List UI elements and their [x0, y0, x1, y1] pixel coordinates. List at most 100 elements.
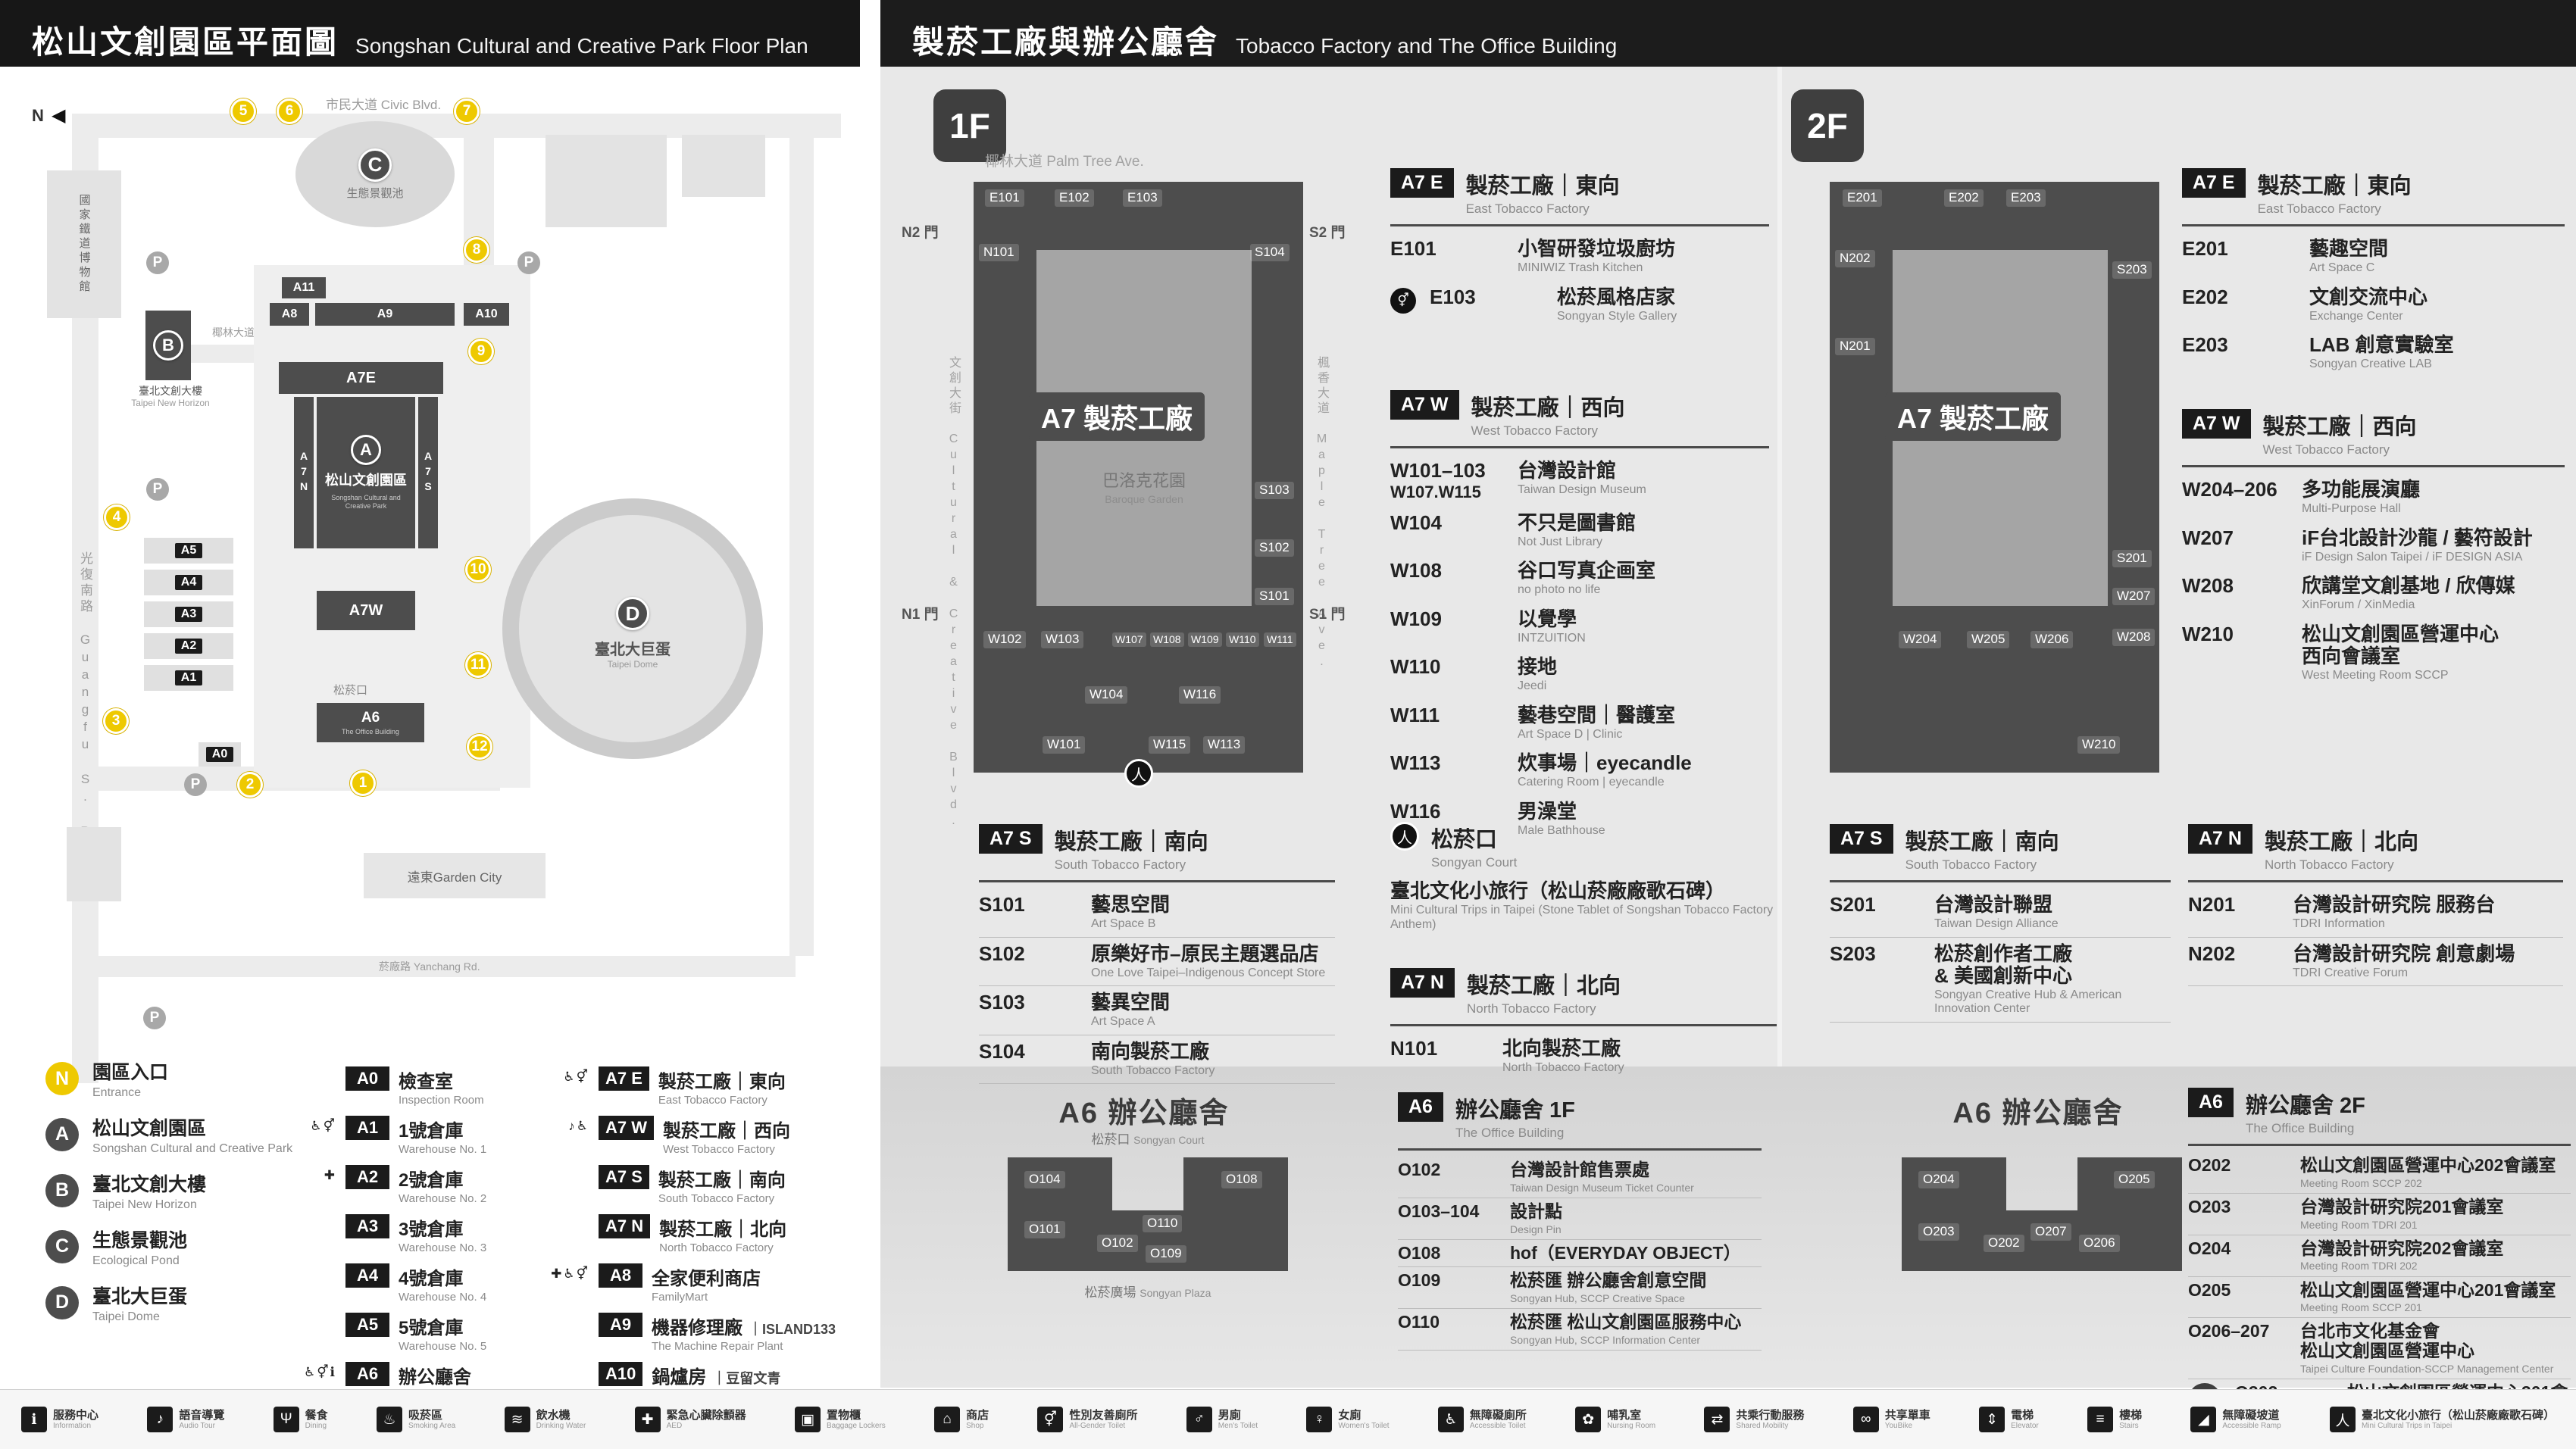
room-code: N101: [1390, 1037, 1438, 1060]
section-title-zh: 製菸工廠｜東向: [1465, 174, 1620, 198]
south-block: [67, 827, 121, 901]
building-a-main: A 松山文創園區 Songshan Cultural and Creative …: [317, 397, 415, 548]
room-label: W103: [1041, 631, 1084, 648]
section-badge: A7 W: [2182, 409, 2251, 439]
room-name-en: Meeting Room SCCP 201: [2300, 1301, 2422, 1314]
building-code-badge: A1: [345, 1116, 389, 1140]
room-list-item: O110 松菸匯 松山文創園區服務中心 Songyan Hub, SCCP In…: [1398, 1309, 1762, 1351]
facility-label-en: Audio Tour: [179, 1421, 215, 1430]
room-code: W104: [1390, 511, 1442, 534]
room-list-item: W109 以覺學 INTZUITION: [1390, 603, 1769, 651]
left-header-title-zh: 松山文創園區平面圖: [32, 24, 339, 60]
restroom-icon: ⚥: [1390, 287, 1416, 314]
dome-marker: D: [616, 597, 649, 630]
plan-a6-1f-left-wing: [1008, 1157, 1112, 1218]
facility-label-zh: 性別友善廁所: [1069, 1408, 1138, 1422]
park-label-en: Songshan Cultural and Creative Park: [331, 494, 401, 510]
section-title-zh: 製菸工廠｜東向: [2257, 174, 2412, 198]
room-code: O110: [1398, 1312, 1440, 1332]
room-name-zh: 松菸匯 松山文創園區服務中心: [1510, 1312, 1742, 1332]
building-name-en: Inspection Room: [399, 1094, 484, 1107]
section-2f-a7s: A7 S 製菸工廠｜南向 South Tobacco Factory S201 …: [1830, 824, 2171, 1023]
facility-label-zh: 無障礙廁所: [1469, 1408, 1527, 1422]
building-code-badge: A2: [345, 1165, 389, 1189]
room-name-zh: 台灣設計聯盟: [1934, 893, 2053, 916]
room-list-item: O102 台灣設計館售票處 Taiwan Design Museum Ticke…: [1398, 1157, 1762, 1198]
parking-icon: P: [146, 251, 169, 274]
facility-label-en: Information: [53, 1421, 92, 1430]
road-label-guangfu: 光復南路 Guangfu S. Rd.: [78, 551, 92, 876]
room-label: W113: [1203, 736, 1246, 754]
facility-label-en: Elevator: [2011, 1421, 2039, 1430]
facility-label-en: All-Gender Toilet: [1069, 1421, 1126, 1430]
room-name-en: Art Space D | Clinic: [1518, 727, 1623, 741]
section-title-zh: 製菸工廠｜南向: [1905, 830, 2059, 854]
room-code: O103–104: [1398, 1201, 1480, 1221]
building-a4: A4: [144, 570, 233, 595]
gate-s1-label: S1 門: [1309, 607, 1346, 623]
room-name-zh: hof（EVERYDAY OBJECT）: [1510, 1242, 1741, 1263]
room-name-en: Taiwan Design Alliance: [1934, 917, 2059, 931]
room-name-zh: 台灣設計研究院 服務台: [2293, 893, 2496, 916]
legend-building-row: A7 N 製菸工廠｜北向 North Tobacco Factory: [544, 1214, 862, 1254]
facility-legend-item: ▣ 置物櫃 Baggage Lockers: [794, 1407, 886, 1432]
room-label: O108: [1221, 1171, 1262, 1188]
facility-label-zh: 無障礙坡道: [2222, 1408, 2280, 1422]
legend-building-row: A5 5號倉庫 Warehouse No. 5: [303, 1313, 538, 1353]
room-name-en: Meeting Room TDRI 202: [2300, 1260, 2418, 1273]
building-name-en: Warehouse No. 4: [399, 1291, 487, 1304]
room-list-item: W113 炊事場｜eyecandle Catering Room | eyeca…: [1390, 747, 1769, 795]
facility-label-zh: 哺乳室: [1607, 1408, 1642, 1422]
building-name-en: West Tobacco Factory: [663, 1143, 775, 1156]
section-title-zh: 辦公廳舍 2F: [2245, 1094, 2365, 1118]
room-list-item: N201 台灣設計研究院 服務台 TDRI Information: [2188, 888, 2563, 938]
facility-label-zh: 飲水機: [536, 1408, 571, 1422]
section-a6-2f: A6 辦公廳舍 2F The Office Building O202 松山文創…: [2188, 1088, 2571, 1441]
pond-marker-legend: C: [45, 1229, 79, 1263]
room-name-zh: 原樂好市–原民主題選品店: [1091, 942, 1319, 965]
facility-legend-item: ♀ 女廁 Women's Toilet: [1306, 1407, 1390, 1432]
section-badge: A7 W: [1390, 390, 1459, 420]
building-name-en: The Machine Repair Plant: [652, 1340, 783, 1353]
room-name-zh: 藝思空間: [1091, 893, 1171, 916]
room-label: E203: [2006, 189, 2046, 207]
parking-icon: P: [143, 1007, 166, 1029]
tenant-note: ｜ISLAND133: [749, 1322, 836, 1337]
room-name-en: South Tobacco Factory: [1091, 1063, 1215, 1077]
room-label: O104: [1024, 1171, 1065, 1188]
left-header: 松山文創園區平面圖 Songshan Cultural and Creative…: [0, 0, 860, 67]
facility-icon: ⌂: [934, 1407, 961, 1432]
section-title-en: South Tobacco Factory: [1905, 857, 2037, 872]
compass-label: N: [32, 106, 44, 125]
tower-marker-legend: B: [45, 1173, 79, 1207]
building-name-en: East Tobacco Factory: [658, 1094, 767, 1107]
room-code: O202: [2188, 1155, 2231, 1175]
room-list-item: O206–207 台北市文化基金會 松山文創園區營運中心 Taipei Cult…: [2188, 1318, 2571, 1379]
room-list-item: O202 松山文創園區營運中心202會議室 Meeting Room SCCP …: [2188, 1152, 2571, 1194]
building-code-badge: A9: [599, 1313, 642, 1337]
taipei-new-horizon-block: B: [145, 311, 191, 380]
room-name-zh: 南向製菸工廠: [1091, 1039, 1210, 1063]
section-1f-a7s: A7 S 製菸工廠｜南向 South Tobacco Factory S101 …: [979, 824, 1335, 1084]
facility-icons: [544, 1313, 589, 1316]
facility-legend-item: ✚ 緊急心臟除顫器 AED: [634, 1407, 746, 1432]
facility-icon: ℹ: [21, 1407, 47, 1432]
right-header-title-zh: 製菸工廠與辦公廳舍: [912, 24, 1220, 60]
facility-legend-item: ◢ 無障礙坡道 Accessible Ramp: [2190, 1407, 2281, 1432]
room-name-en: INTZUITION: [1518, 631, 1586, 645]
room-name-en: TDRI Creative Forum: [2293, 966, 2409, 979]
facility-icon: ◢: [2190, 1407, 2217, 1432]
room-name-zh: 欣講堂文創基地 / 欣傳媒: [2302, 574, 2515, 597]
parking-icon: P: [517, 251, 540, 274]
room-code: W210: [2182, 622, 2234, 645]
room-name-en: Art Space B: [1091, 917, 1156, 931]
facility-label-zh: 共乘行動服務: [1736, 1408, 1805, 1422]
room-label: S203: [2112, 261, 2152, 279]
room-list-item: W104 不只是圖書館 Not Just Library: [1390, 507, 1769, 555]
section-title-zh: 製菸工廠｜西向: [2262, 415, 2417, 439]
room-list-item: W111 藝巷空間｜醫護室 Art Space D | Clinic: [1390, 699, 1769, 748]
room-name-zh: 北向製菸工廠: [1502, 1037, 1621, 1060]
facility-legend-item: ⌂ 商店 Shop: [934, 1407, 989, 1432]
room-name-zh: 藝巷空間｜醫護室: [1518, 703, 1676, 726]
